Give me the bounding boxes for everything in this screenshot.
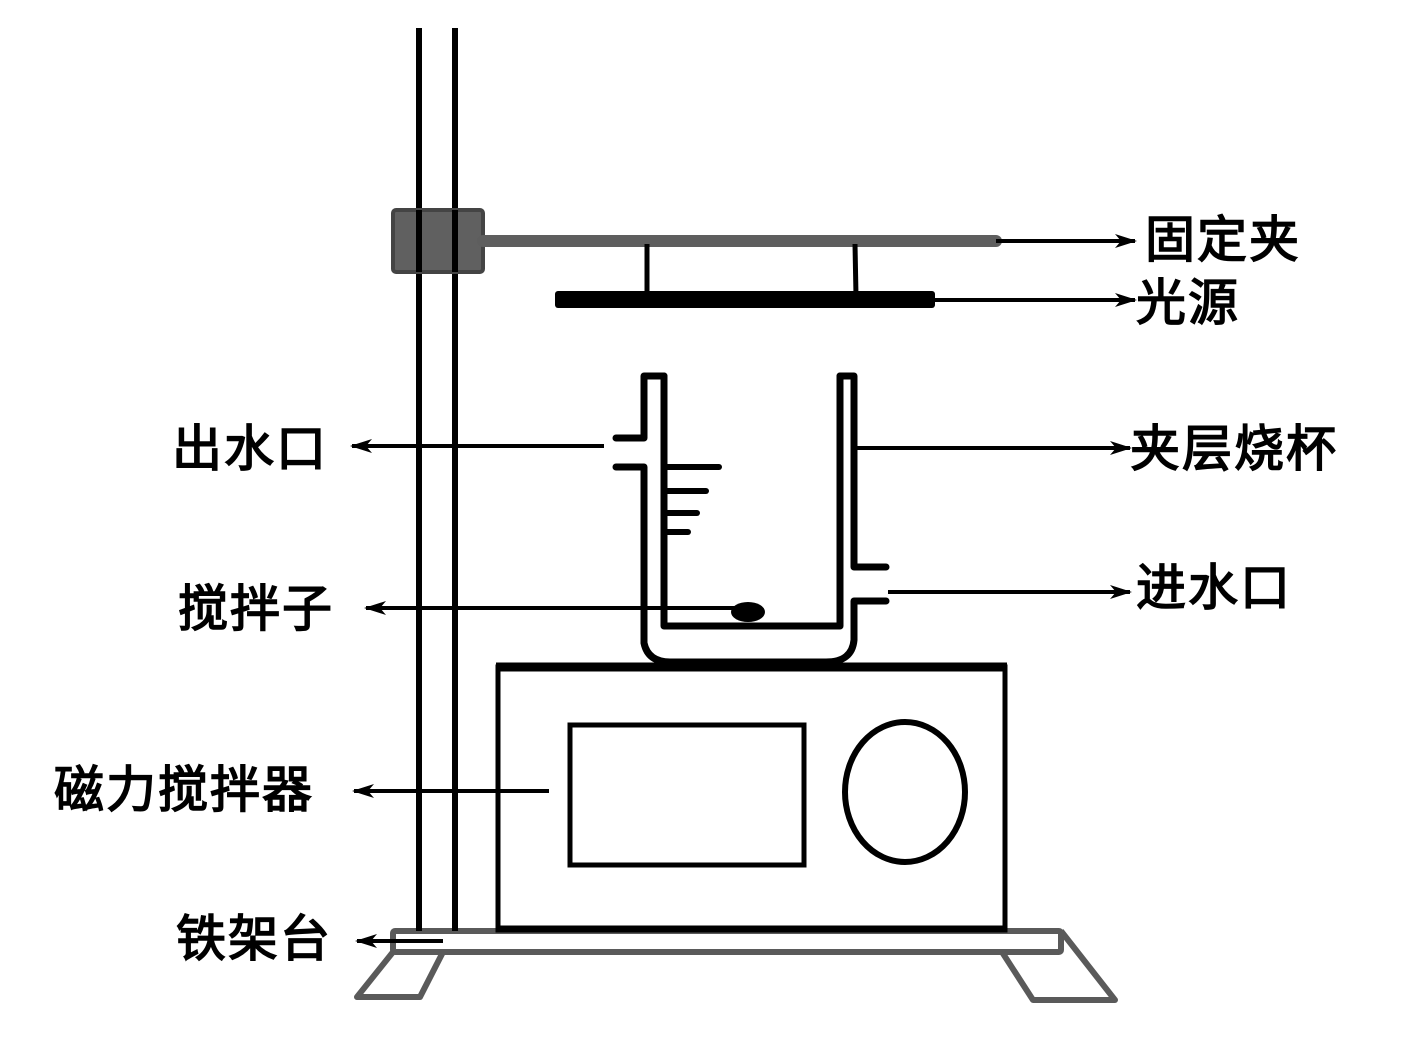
label-water-outlet: 出水口: [172, 419, 328, 478]
iron-stand-rods: [416, 28, 458, 931]
label-magnetic-stirrer: 磁力搅拌器: [54, 760, 314, 819]
label-stir-bar: 搅拌子: [178, 579, 334, 638]
label-water-inlet: 进水口: [1136, 558, 1292, 617]
iron-stand-base: [354, 928, 1118, 1003]
stir-bar: [731, 602, 765, 622]
label-jacketed-beaker: 夹层烧杯: [1130, 419, 1338, 478]
jacketed-beaker: [612, 372, 890, 666]
label-iron-stand: 铁架台: [176, 909, 332, 968]
label-clamp: 固定夹: [1145, 210, 1301, 269]
stirrer-display: [567, 722, 807, 868]
label-light-source: 光源: [1136, 273, 1240, 332]
clamp: [391, 208, 1002, 297]
magnetic-stirrer: [495, 662, 1008, 933]
graduation-marks: [663, 464, 722, 535]
leader-lines: [350, 234, 1137, 948]
light-source: [555, 291, 935, 308]
stirrer-knob: [842, 719, 968, 865]
